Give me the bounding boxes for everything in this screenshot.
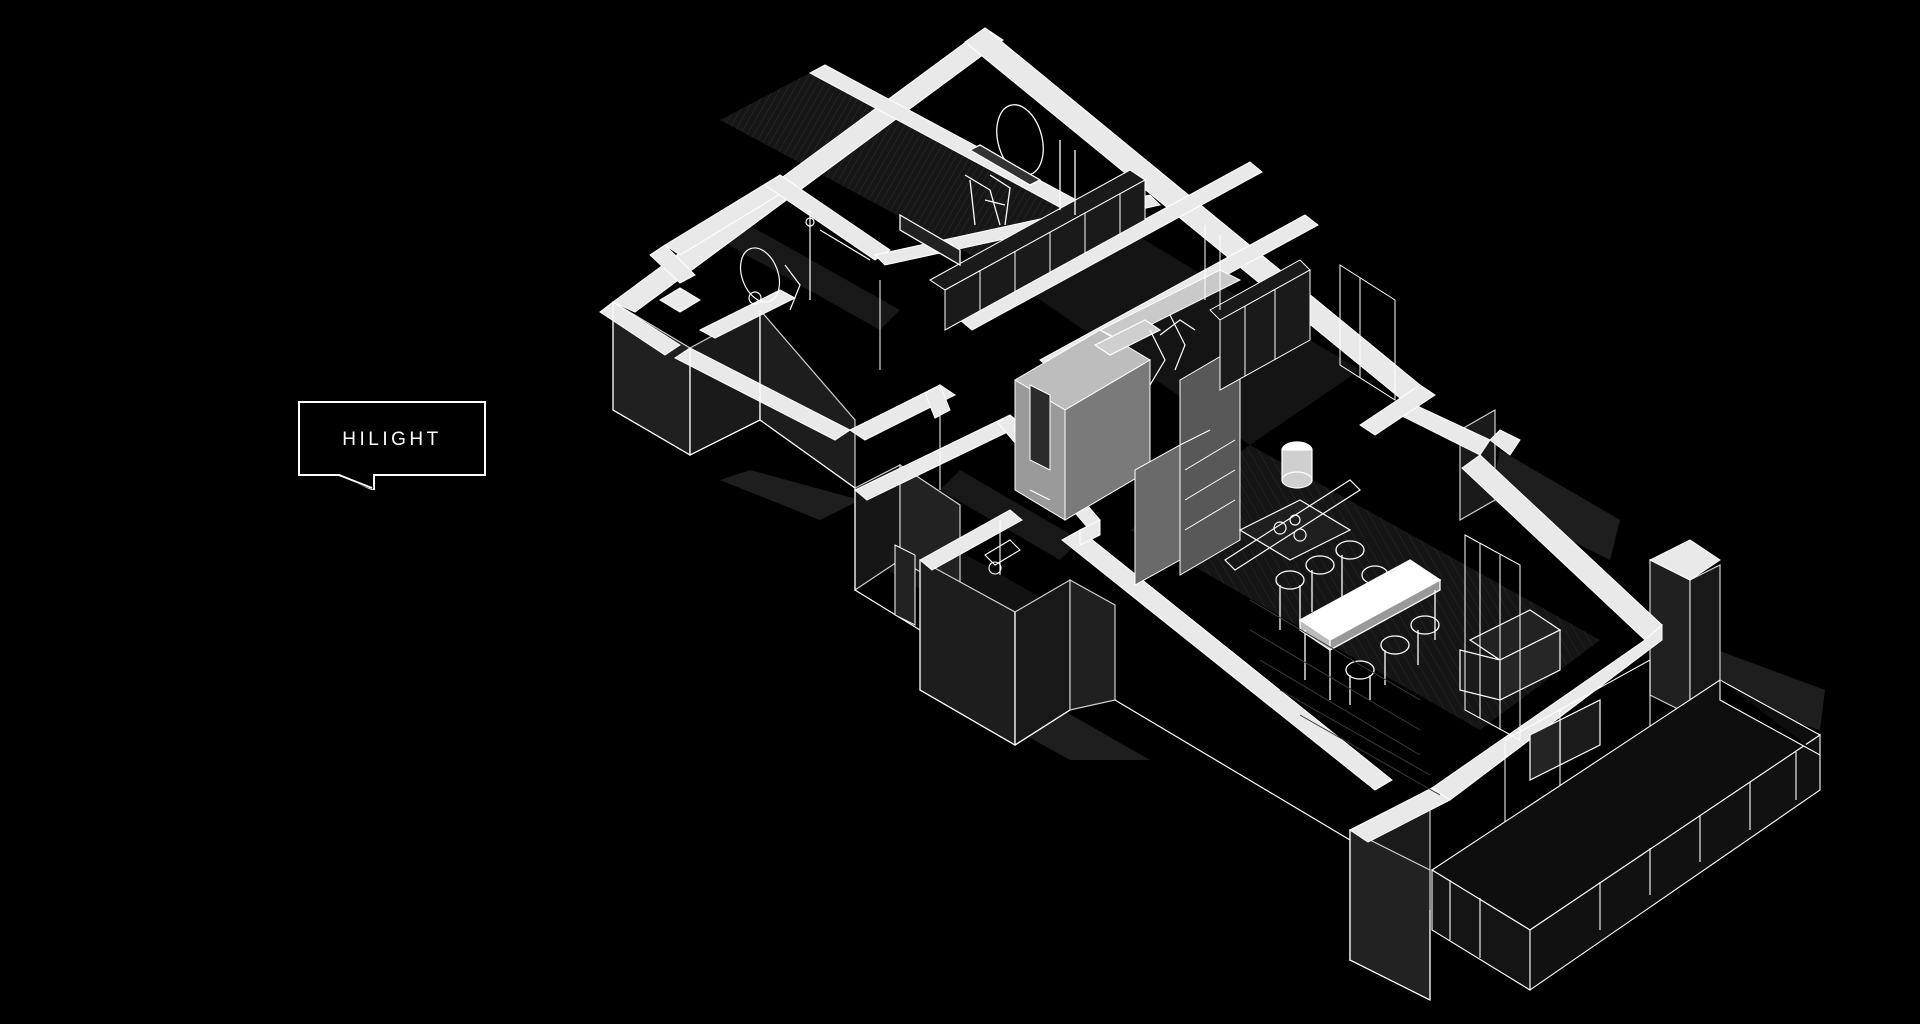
kitchen-area	[1093, 314, 1361, 571]
doors	[879, 280, 1051, 626]
floor-planks	[1249, 599, 1441, 796]
hilight-logo[interactable]: HILIGHT	[297, 400, 487, 490]
exterior-wall-tops	[599, 27, 1721, 843]
bedroom-furniture	[899, 104, 1076, 267]
sofa	[1459, 609, 1601, 781]
ground-shadows	[720, 450, 1825, 760]
balcony	[1430, 679, 1822, 992]
storage-cubbies	[929, 169, 1311, 391]
bathroom-fixtures	[739, 210, 871, 311]
floor-areas	[720, 65, 1600, 730]
dining-set	[1275, 540, 1442, 705]
logo-text: HILIGHT	[342, 429, 442, 450]
lower-bathroom-fixtures	[984, 489, 1051, 575]
logo-speech-bubble-frame	[298, 401, 486, 490]
wall-outlines	[612, 302, 1431, 1001]
